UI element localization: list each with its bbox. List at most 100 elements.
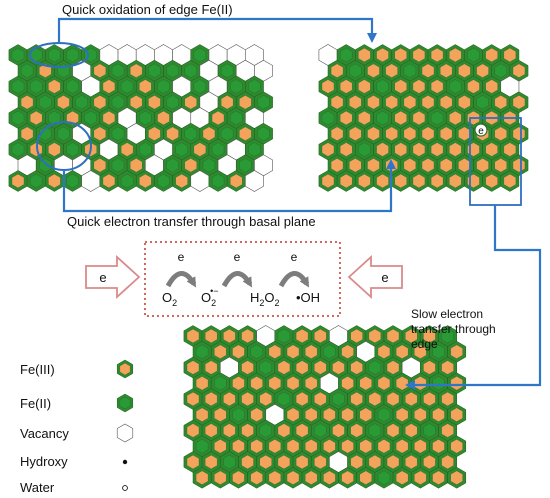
site-core [11, 142, 25, 157]
electron-marker-label: e [478, 126, 484, 137]
site-core [286, 439, 300, 454]
site-core [386, 391, 400, 407]
species-o2: O2 [162, 290, 177, 308]
site-core [430, 47, 444, 63]
site-core [214, 407, 227, 422]
site-core [295, 328, 309, 344]
lattice-panel-top-left [8, 44, 273, 192]
legend-label-vacancy: Vacancy [20, 426, 69, 441]
site-core [340, 79, 353, 94]
site-core [39, 95, 52, 110]
site-core [295, 360, 309, 375]
site-core [232, 344, 245, 359]
site-core [430, 173, 444, 189]
site-core [268, 439, 281, 454]
species-h2o2: H2O2 [250, 290, 280, 308]
site-core [211, 173, 225, 189]
site-core [377, 376, 391, 391]
site-core [93, 126, 106, 141]
site-core [93, 95, 106, 110]
site-core [305, 439, 318, 454]
site-core [305, 470, 318, 485]
vacancy-site [116, 423, 134, 443]
caption-top: Quick oxidation of edge Fe(II) [62, 2, 233, 17]
site-core [512, 95, 526, 110]
site-core [186, 423, 200, 438]
site-core [157, 110, 170, 126]
reaction-step-1: e [165, 250, 197, 288]
site-core [286, 344, 300, 359]
site-core [394, 173, 407, 189]
site-core [286, 470, 300, 485]
site-core [220, 95, 234, 110]
site-core [184, 63, 197, 78]
svg-text:e: e [291, 250, 298, 264]
site-core [148, 95, 161, 110]
site-core [432, 376, 445, 391]
site-core [340, 142, 353, 157]
site-core [340, 47, 353, 63]
site-core [120, 79, 134, 94]
caption-side-1: Slow electron [411, 307, 483, 321]
site-core [494, 126, 507, 141]
site-core [441, 328, 454, 344]
site-core [230, 110, 243, 126]
site-core [157, 173, 170, 189]
site-core [193, 47, 207, 63]
site-core [248, 142, 261, 157]
site-core [220, 63, 234, 78]
site-core [268, 344, 281, 359]
site-core [394, 142, 407, 157]
site-core [377, 439, 391, 454]
site-core [423, 328, 436, 344]
site-core [166, 158, 179, 173]
site-core [395, 344, 409, 359]
site-core [358, 47, 371, 63]
site-core [314, 328, 327, 344]
svg-text:e: e [234, 250, 241, 264]
site-core [385, 95, 398, 110]
site-core [395, 439, 409, 454]
site-core [223, 391, 236, 407]
site-core [314, 391, 327, 407]
site-core [421, 63, 435, 78]
reaction-box [144, 241, 341, 317]
site-core [241, 423, 254, 438]
svg-text:e: e [99, 270, 106, 285]
site-core [441, 360, 454, 375]
site-core [75, 95, 88, 110]
site-core [223, 423, 236, 438]
site-core [450, 344, 463, 359]
legend-label-hydroxy: Hydroxy [20, 454, 68, 469]
site-core [341, 376, 354, 391]
site-core [503, 47, 517, 63]
site-core [295, 423, 309, 438]
site-core [57, 126, 70, 141]
site-core [295, 391, 309, 407]
site-core [359, 407, 372, 422]
site-core [449, 47, 462, 63]
site-core [323, 407, 336, 422]
site-core [494, 63, 507, 78]
site-core [512, 158, 526, 173]
fe3-hexagon-icon [116, 359, 134, 379]
site-core [449, 79, 462, 94]
site-core [476, 63, 489, 78]
site-core [321, 173, 335, 189]
lattice-panel-bottom [183, 325, 467, 489]
site-core [277, 328, 291, 344]
site-core [386, 328, 400, 344]
site-core [330, 126, 344, 141]
site-core [449, 173, 462, 189]
site-core [405, 328, 418, 344]
site-core [175, 173, 188, 189]
site-core [394, 79, 407, 94]
site-core [423, 391, 436, 407]
site-core [84, 110, 97, 126]
site-core [494, 158, 507, 173]
site-core [102, 110, 116, 126]
site-core [432, 470, 445, 485]
site-core [11, 47, 25, 63]
site-core [405, 423, 418, 438]
site-core [277, 423, 291, 438]
